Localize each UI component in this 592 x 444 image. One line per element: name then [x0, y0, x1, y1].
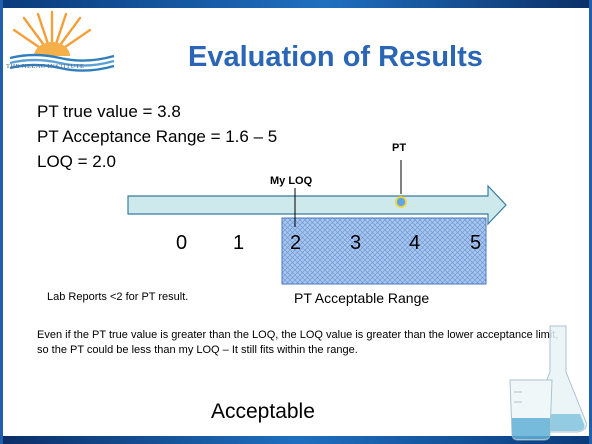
tick-5: 5: [470, 232, 481, 254]
sun-disc: [34, 42, 70, 56]
tick-0: 0: [176, 232, 187, 254]
left-border: [0, 0, 3, 444]
tick-1: 1: [233, 232, 244, 254]
tick-4: 4: [409, 232, 420, 254]
right-border: [589, 0, 592, 444]
explanation-text: Even if the PT true value is greater tha…: [37, 329, 559, 356]
verdict-text: Acceptable: [211, 400, 315, 423]
loq-label: My LOQ: [270, 175, 313, 187]
number-line-arrow: [127, 184, 507, 226]
tick-2: 2: [290, 232, 301, 254]
pt-true-value: PT true value = 3.8: [37, 102, 181, 121]
lab-report-note: Lab Reports <2 for PT result.: [47, 291, 189, 303]
nelac-logo: [9, 10, 115, 72]
loq-value: LOQ = 2.0: [37, 152, 116, 171]
acceptable-range-box: [281, 217, 487, 285]
tick-3: 3: [350, 232, 361, 254]
pt-marker-dot: [395, 196, 407, 208]
acceptable-range-label: PT Acceptable Range: [294, 290, 430, 306]
slide-title: Evaluation of Results: [188, 41, 483, 73]
pt-label: PT: [392, 142, 406, 154]
wave-icon: [9, 53, 115, 72]
logo-text: THE NELAC INSTITUTE: [6, 63, 85, 70]
lab-flask-icon: [509, 325, 587, 441]
top-border: [0, 0, 592, 8]
bottom-border: [0, 436, 592, 444]
pt-acceptance-range: PT Acceptance Range = 1.6 – 5: [37, 127, 278, 146]
